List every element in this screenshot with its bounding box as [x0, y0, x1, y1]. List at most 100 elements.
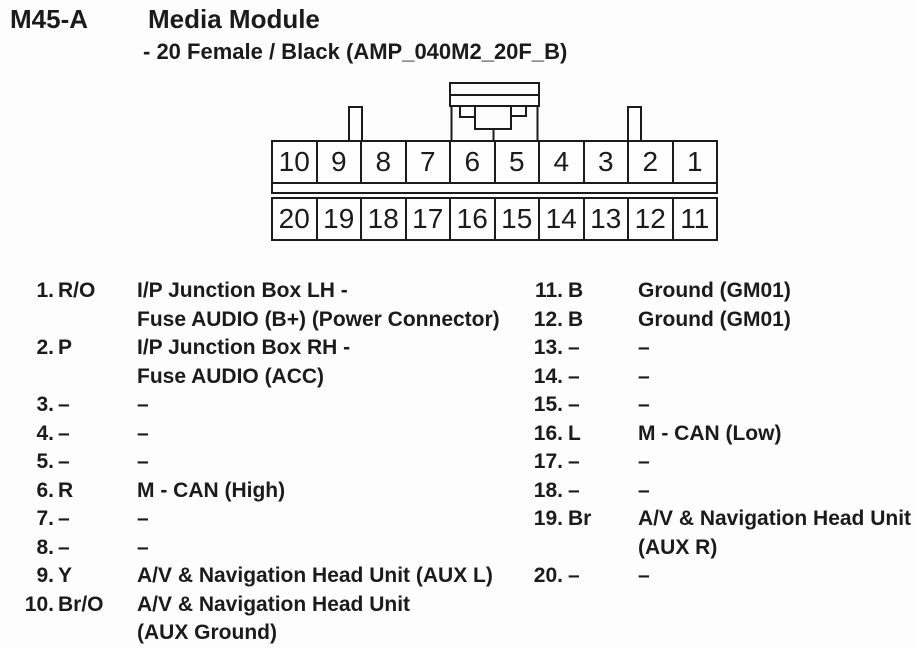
connector-subtitle: - 20 Female / Black (AMP_040M2_20F_B): [143, 39, 568, 64]
pin-description-left: –: [137, 421, 149, 445]
pin-number-right: 15.: [533, 393, 563, 416]
wire-color-left: –: [58, 450, 70, 473]
pin-table-line: Fuse AUDIO (ACC)14.––: [10, 363, 912, 392]
pin-number-left: 2.: [36, 336, 54, 359]
pin-number-left: 6.: [36, 478, 54, 502]
pin-cell-10: 10: [278, 146, 310, 177]
alignment-tab-right-icon: [627, 106, 642, 142]
wire-color-right: –: [568, 393, 580, 416]
pin-number-right: 16.: [533, 421, 563, 445]
pin-cell-18: 18: [360, 199, 405, 239]
connector-art: [348, 82, 642, 142]
wire-color-left: –: [58, 507, 70, 530]
pin-table-line: 5.––17.––: [10, 448, 912, 477]
pin-description-left: –: [137, 393, 149, 416]
pin-number-right: 20.: [533, 564, 563, 587]
pin-description-left: (AUX Ground): [137, 621, 277, 644]
pin-description-left: Fuse AUDIO (B+) (Power Connector): [137, 307, 500, 331]
connector-id-title: M45-A: [10, 4, 89, 34]
pin-cell-20: 20: [278, 203, 310, 234]
wire-color-right: –: [568, 364, 580, 388]
pin-cell-2: 2: [627, 142, 672, 182]
pin-number-left: 3.: [36, 393, 54, 416]
pin-cell-11: 11: [671, 199, 717, 239]
wire-color-left: R: [58, 478, 74, 502]
pin-number-left: 8.: [36, 535, 54, 559]
pin-cell-6: 6: [449, 142, 494, 182]
pin-cell-1: 1: [671, 142, 717, 182]
pin-table-line: 9.Y A/V & Navigation Head Unit (AUX L) 20.…: [10, 562, 912, 591]
connector-divider-strip: [271, 184, 718, 194]
pin-cell-7: 7: [404, 142, 450, 182]
wire-color-left: –: [58, 535, 70, 559]
pin-number-left: 10.: [24, 592, 54, 616]
pin-cell-13: 13: [582, 199, 628, 239]
wire-color-left: P: [58, 336, 73, 359]
pin-description-left: I/P Junction Box LH -: [137, 279, 348, 302]
pin-description-left: –: [137, 535, 149, 559]
connector-latch-icon: [449, 82, 540, 141]
pin-description-right: Ground (GM01): [638, 307, 791, 331]
pin-table-line: 10.Br/O A/V & Navigation Head Unit: [10, 591, 912, 620]
pin-cell-16: 16: [449, 199, 494, 239]
pin-description-right: –: [638, 564, 650, 587]
wire-color-right: –: [568, 336, 580, 359]
pin-description-left: –: [137, 507, 149, 530]
wire-color-left: –: [58, 421, 70, 445]
pin-description-left: M - CAN (High): [137, 478, 286, 502]
pin-description-right: Ground (GM01): [638, 279, 791, 302]
wire-color-left: Y: [58, 564, 73, 587]
pin-description-right: M - CAN (Low): [638, 421, 782, 445]
pin-number-left: 5.: [36, 450, 54, 473]
pin-number-left: 4.: [36, 421, 54, 445]
pin-cell-4: 4: [538, 142, 583, 182]
pin-cell-9: 9: [315, 142, 361, 182]
pin-number-right: 19.: [533, 507, 563, 530]
pin-number-left: 9.: [36, 564, 54, 587]
pin-description-left: A/V & Navigation Head Unit (AUX L): [137, 564, 493, 587]
pin-description-left: I/P Junction Box RH -: [137, 336, 351, 359]
pin-number-right: 13.: [533, 336, 563, 359]
pin-number-left: 7.: [36, 507, 54, 530]
pin-cell-17: 17: [404, 199, 450, 239]
pin-description-right: (AUX R): [638, 535, 718, 559]
wire-color-left: Br/O: [58, 592, 104, 616]
pin-number-right: 17.: [533, 450, 563, 473]
pin-cell-14: 14: [538, 199, 583, 239]
pin-cell-8: 8: [360, 142, 405, 182]
pin-number-left: 1.: [36, 279, 54, 302]
pin-description-right: –: [638, 478, 650, 502]
pin-cell-19: 19: [315, 199, 361, 239]
pin-description-right: –: [638, 393, 650, 416]
wire-color-left: –: [58, 393, 70, 416]
pin-cell-3: 3: [582, 142, 628, 182]
wire-color-right: –: [568, 478, 580, 502]
pin-number-right: 12.: [533, 307, 563, 331]
wire-color-right: –: [568, 450, 580, 473]
pin-number-right: 14.: [533, 364, 563, 388]
wire-color-right: –: [568, 564, 580, 587]
pin-number-right: 18.: [533, 478, 563, 502]
pin-description-left: –: [137, 450, 149, 473]
pin-cell-15: 15: [493, 199, 539, 239]
pin-description-right: –: [638, 336, 650, 359]
pin-description-left: Fuse AUDIO (ACC): [137, 364, 325, 388]
pin-description-right: A/V & Navigation Head Unit: [638, 507, 912, 530]
pin-cell-12: 12: [627, 199, 672, 239]
pin-description-left: A/V & Navigation Head Unit: [137, 592, 411, 616]
pin-description-right: –: [638, 450, 650, 473]
wire-color-right: L: [568, 421, 581, 445]
module-name-title: Media Module: [148, 4, 320, 34]
alignment-tab-left-icon: [348, 106, 363, 142]
pin-table-line: (AUX Ground): [10, 619, 912, 648]
pin-description-right: –: [638, 364, 650, 388]
pin-cell-5: 5: [493, 142, 539, 182]
